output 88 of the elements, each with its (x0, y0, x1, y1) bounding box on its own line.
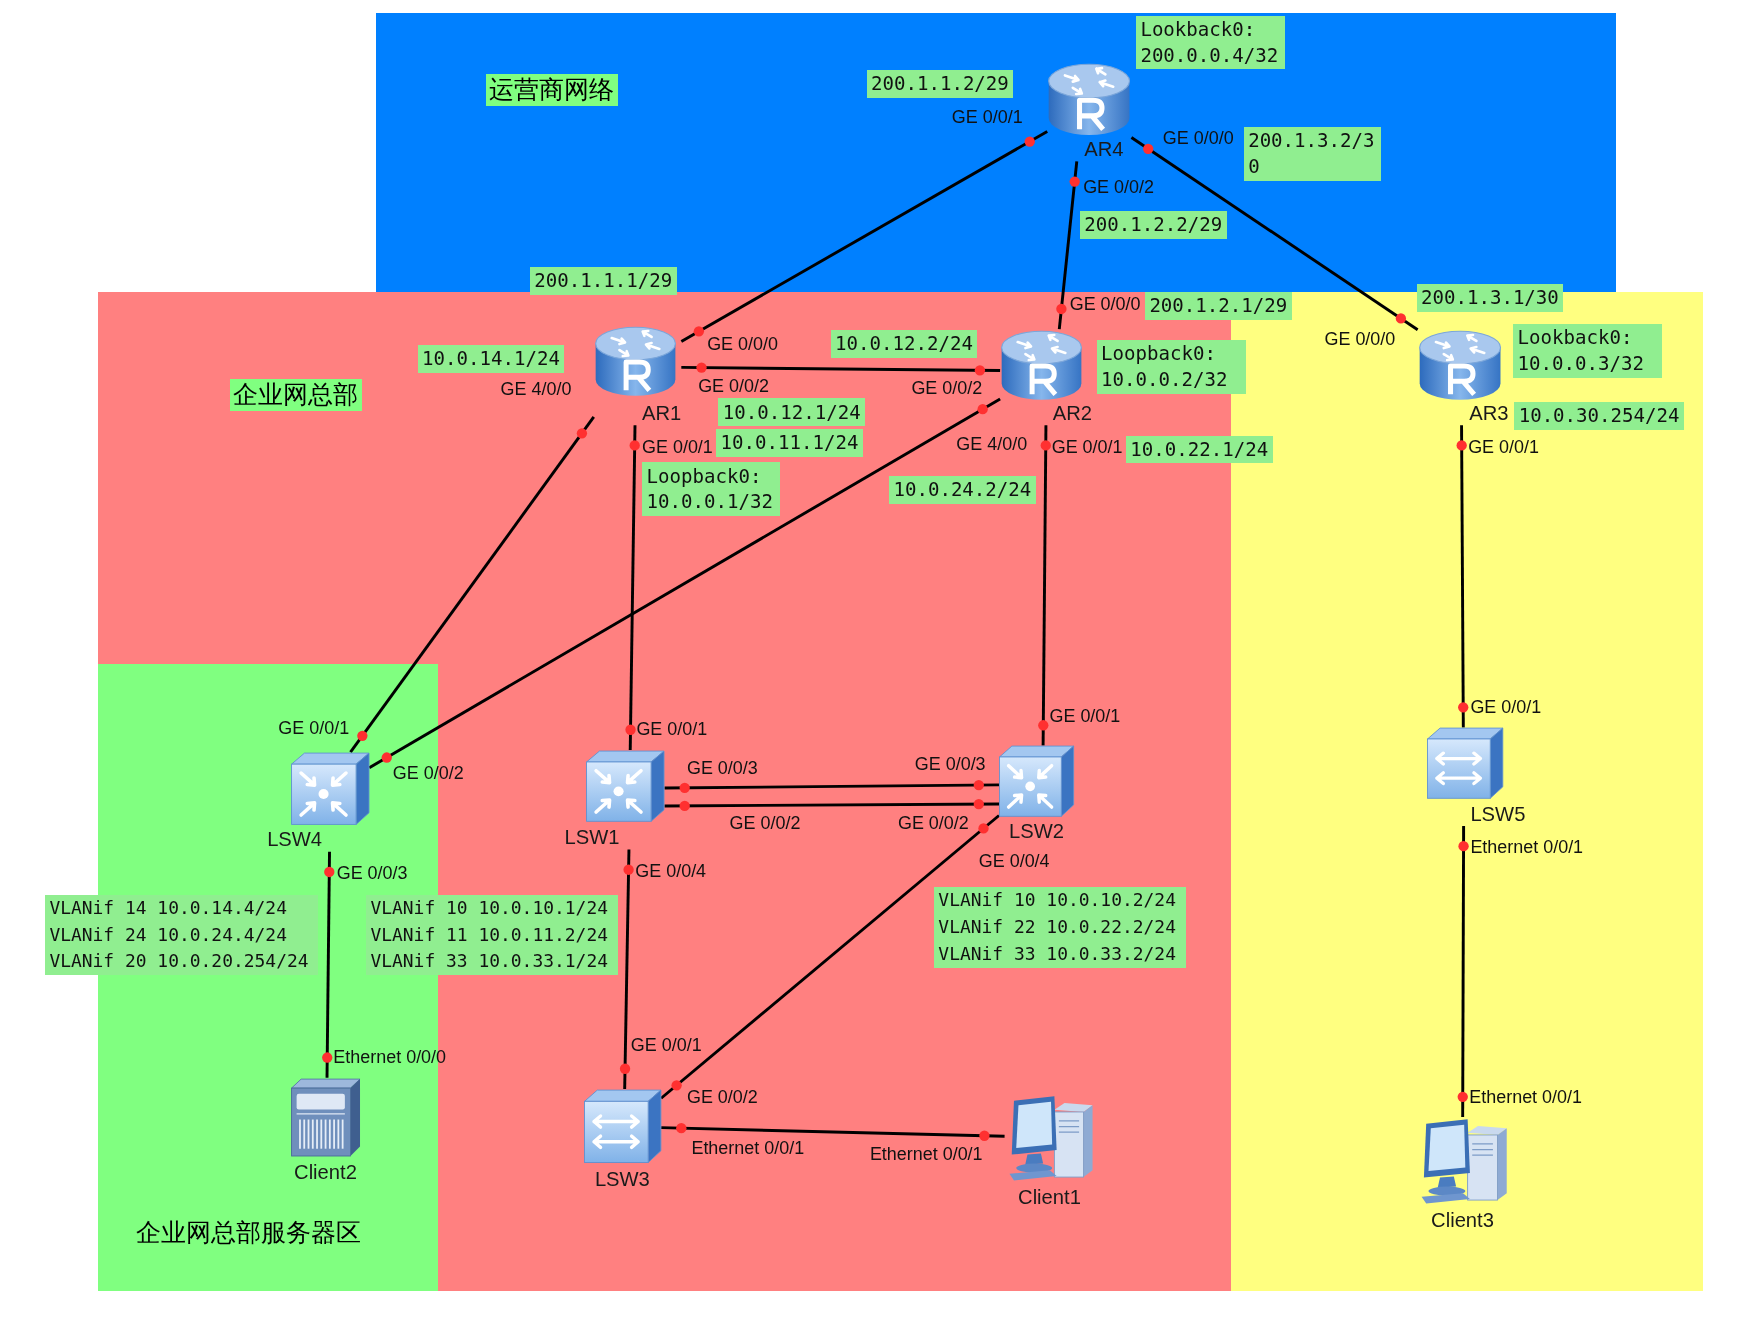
port-label: GE 0/0/1 (642, 436, 713, 458)
address-label: 10.0.24.2/24 (888, 475, 1036, 504)
zone-label: 运营商网络 (486, 74, 618, 106)
port-label: GE 0/0/1 (636, 719, 708, 741)
zone-area (376, 13, 1617, 292)
interface-label: VLANif 14 10.0.14.4/24 (44, 894, 319, 922)
link-line (349, 416, 595, 754)
port-label: GE 0/0/0 (707, 334, 778, 356)
port-label: GE 4/0/0 (500, 379, 572, 400)
device-label: LSW1 (564, 826, 620, 850)
address-label: 200.1.3.2/30 (1243, 126, 1382, 181)
port-label: GE 0/0/1 (1470, 697, 1542, 718)
port-label: GE 0/0/1 (1051, 436, 1123, 458)
address-label: 10.0.11.1/24 (716, 428, 863, 457)
address-label: Loopback0: 10.0.0.2/32 (1096, 340, 1246, 394)
address-label: 200.1.2.1/29 (1144, 291, 1292, 320)
address-label: Loopback0: 10.0.0.1/32 (642, 462, 780, 517)
port-label: GE 0/0/2 (729, 812, 801, 834)
link-line (325, 851, 331, 1078)
port-label: GE 0/0/0 (1324, 328, 1396, 350)
link-line (628, 425, 637, 750)
port-label: GE 0/0/1 (951, 106, 1023, 128)
interface-label: VLANif 20 10.0.20.254/24 (44, 948, 319, 976)
link-line (1041, 425, 1048, 746)
link-line (368, 397, 1001, 769)
port-label: GE 0/0/3 (336, 863, 408, 884)
port-label: GE 0/0/3 (686, 757, 758, 779)
address-label: 10.0.30.254/24 (1514, 401, 1684, 430)
port-label: GE 0/0/2 (698, 376, 769, 397)
address-label: 10.0.12.1/24 (718, 398, 866, 427)
address-label: Lookback0: 10.0.0.3/32 (1513, 324, 1663, 379)
interface-label: VLANif 22 10.0.22.2/24 (933, 913, 1186, 941)
interface-label: VLANif 10 10.0.10.1/24 (365, 894, 618, 922)
link-line (1130, 136, 1419, 331)
port-label: GE 0/0/2 (911, 378, 983, 399)
port-label: GE 0/0/1 (630, 1034, 702, 1056)
device-label: AR3 (1469, 401, 1509, 426)
port-label: GE 0/0/0 (1162, 127, 1234, 149)
port-label: Ethernet 0/0/1 (1469, 1086, 1582, 1108)
interface-label: VLANif 11 10.0.11.2/24 (365, 921, 618, 949)
link-line (1461, 825, 1466, 1118)
address-label: 10.0.12.2/24 (830, 330, 978, 358)
port-label: Ethernet 0/0/0 (333, 1047, 447, 1068)
device-label: AR4 (1084, 138, 1124, 162)
device-label: LSW2 (1009, 820, 1065, 844)
port-label: GE 0/0/2 (1083, 177, 1154, 198)
link-line (681, 365, 1001, 372)
port-label: GE 0/0/2 (686, 1086, 758, 1108)
device-label: LSW5 (1470, 802, 1526, 826)
interface-label: VLANif 33 10.0.33.2/24 (933, 940, 1186, 968)
address-label: Lookback0: 200.0.0.4/32 (1135, 15, 1285, 70)
port-label: Ethernet 0/0/1 (1470, 837, 1584, 858)
interface-label: VLANif 24 10.0.24.4/24 (44, 921, 319, 949)
port-label: GE 0/0/1 (278, 718, 350, 739)
port-label: GE 0/0/3 (914, 754, 986, 775)
port-label: Ethernet 0/0/1 (869, 1143, 983, 1165)
device-label: Client1 (1018, 1186, 1081, 1210)
port-label: GE 0/0/1 (1468, 436, 1539, 458)
port-label: GE 0/0/0 (1069, 294, 1141, 315)
zone-label: 企业网总部 (230, 379, 362, 412)
link-line (1460, 425, 1465, 728)
port-label: Ethernet 0/0/1 (691, 1138, 805, 1159)
device-label: AR1 (642, 401, 682, 426)
link-line (664, 783, 999, 790)
zone-label: 企业网总部服务器区 (134, 1216, 362, 1249)
link-line (661, 1126, 1005, 1138)
device-label: LSW4 (267, 828, 323, 852)
link-line (623, 849, 631, 1089)
port-label: GE 0/0/1 (1049, 706, 1121, 727)
interface-label: VLANif 33 10.0.33.1/24 (365, 948, 618, 976)
device-label: Client3 (1431, 1208, 1494, 1233)
port-label: GE 0/0/4 (635, 860, 707, 882)
interface-label: VLANif 10 10.0.10.2/24 (933, 886, 1186, 914)
port-label: GE 4/0/0 (956, 434, 1028, 455)
device-label: LSW3 (594, 1168, 650, 1192)
address-label: 10.0.22.1/24 (1125, 435, 1273, 464)
port-label: GE 0/0/4 (978, 850, 1050, 872)
device-label: Client2 (294, 1160, 357, 1184)
link-line (660, 814, 1000, 1100)
link-line (664, 802, 999, 808)
address-label: 200.1.2.2/29 (1079, 211, 1227, 239)
device-label: AR2 (1052, 401, 1093, 426)
address-label: 10.0.14.1/24 (417, 344, 565, 373)
port-label: GE 0/0/2 (392, 763, 464, 784)
address-label: 200.1.1.2/29 (866, 69, 1014, 98)
port-label: GE 0/0/2 (897, 812, 969, 834)
address-label: 200.1.3.1/30 (1416, 283, 1564, 312)
address-label: 200.1.1.1/29 (529, 267, 677, 296)
